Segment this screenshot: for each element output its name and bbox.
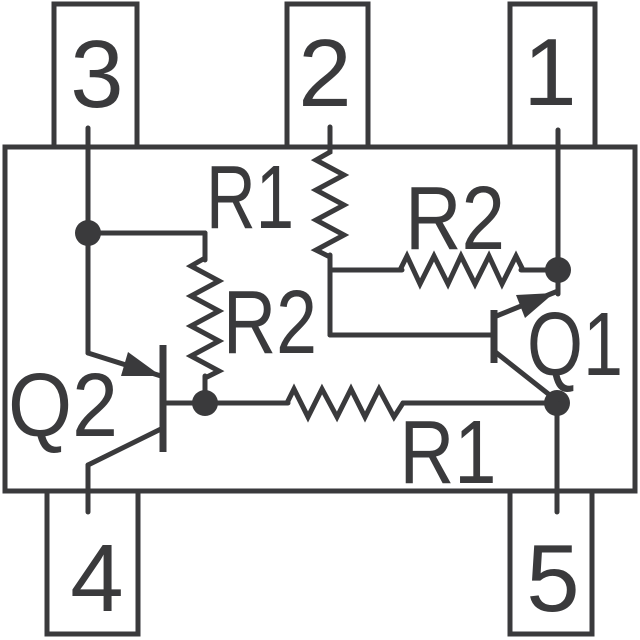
resistor-r2-vertical bbox=[185, 255, 225, 381]
transistor-q1-label: Q1 bbox=[527, 295, 623, 395]
transistor-q2-label: Q2 bbox=[8, 356, 118, 456]
pin-2-number: 2 bbox=[298, 20, 351, 127]
pin-5-number: 5 bbox=[526, 525, 579, 632]
resistor-r2-horizontal bbox=[397, 250, 526, 290]
junction-dot-pin3 bbox=[75, 220, 101, 246]
pin-1-box bbox=[507, 1, 598, 150]
resistor-r1-vertical-label: R1 bbox=[206, 148, 294, 248]
q2-collector-wire bbox=[85, 425, 166, 468]
pin-3-number: 3 bbox=[70, 21, 123, 128]
pin-5-box bbox=[507, 488, 595, 637]
resistor-r1-horizontal bbox=[284, 383, 406, 423]
resistor-r2-vertical-label: R2 bbox=[223, 273, 317, 373]
resistor-r2-horizontal-label: R2 bbox=[405, 169, 505, 269]
q1-collector-wire bbox=[491, 348, 559, 403]
pin-3-box bbox=[51, 1, 140, 150]
resistor-r1-horizontal-label: R1 bbox=[400, 403, 497, 503]
pin-1-number: 1 bbox=[523, 19, 576, 126]
pin-4-box bbox=[44, 488, 141, 637]
pin-4-number: 4 bbox=[70, 525, 123, 632]
q2-emitter-arrow-icon bbox=[121, 352, 161, 376]
q1-emitter-arrow-icon bbox=[516, 293, 554, 318]
resistor-r1-vertical bbox=[310, 147, 350, 260]
